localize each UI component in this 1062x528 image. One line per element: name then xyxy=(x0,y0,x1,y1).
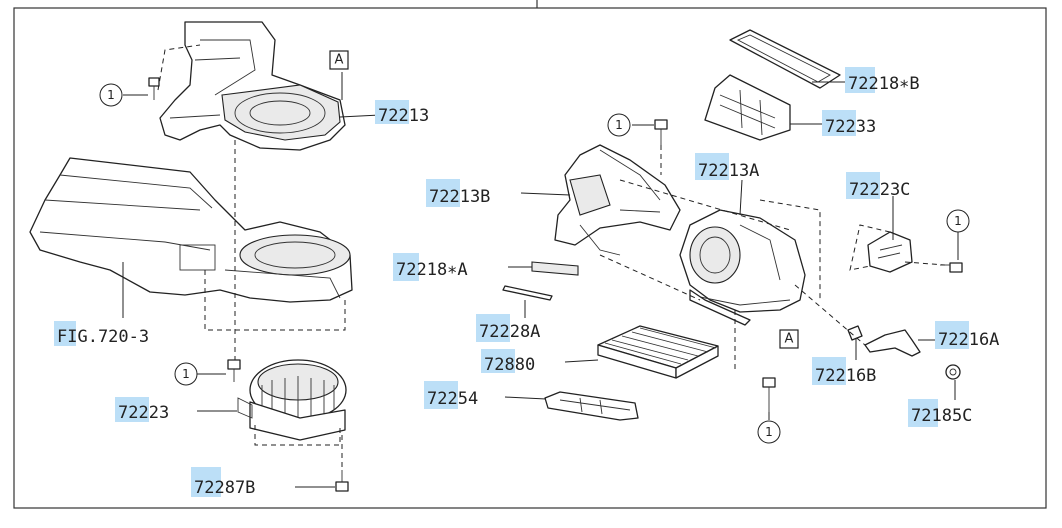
svg-text:1: 1 xyxy=(615,118,623,132)
callout-72185c: 72185C xyxy=(908,399,972,427)
svg-text:1: 1 xyxy=(107,88,115,102)
svg-text:72233: 72233 xyxy=(825,117,876,137)
callout-72254: 72254 xyxy=(424,381,478,409)
seal-a-drawing xyxy=(531,261,579,276)
svg-text:1: 1 xyxy=(182,367,190,381)
lever-drawing xyxy=(864,329,921,357)
screw-left-top xyxy=(148,77,160,100)
diagram-frame xyxy=(13,0,1047,509)
svg-text:72216A: 72216A xyxy=(938,330,999,350)
right-leader-lines xyxy=(504,81,959,420)
svg-text:72880: 72880 xyxy=(484,355,535,375)
callout-72216b: 72216B xyxy=(812,357,876,386)
right-assembly-lines xyxy=(599,145,946,370)
callout-72223: 72223 xyxy=(115,397,169,423)
svg-text:72213A: 72213A xyxy=(698,161,759,181)
svg-text:A: A xyxy=(785,332,794,347)
callout-72216a: 72216A xyxy=(935,321,999,350)
ref-marker-1-top-left: 1 xyxy=(99,83,123,107)
filter-frame-drawing xyxy=(729,29,841,89)
screw-right-mid xyxy=(940,262,963,273)
blower-motor-drawing xyxy=(237,359,347,441)
svg-text:72287B: 72287B xyxy=(194,478,255,498)
ref-marker-1-mid-left: 1 xyxy=(174,362,198,386)
callout-72213a: 72213A xyxy=(695,153,759,181)
blower-housing-upper-drawing xyxy=(159,21,346,151)
svg-text:72213: 72213 xyxy=(378,106,429,126)
svg-text:72218∗A: 72218∗A xyxy=(396,260,468,280)
svg-text:1: 1 xyxy=(765,425,773,439)
screw-right-top xyxy=(654,119,668,145)
left-leader-lines xyxy=(122,72,381,488)
svg-text:FIG.720-3: FIG.720-3 xyxy=(57,327,149,347)
callout-72218b: 72218∗B xyxy=(845,67,920,94)
callout-72228a: 72228A xyxy=(476,314,540,342)
nut-drawing xyxy=(945,364,961,380)
lower-duct-drawing xyxy=(544,391,639,421)
screw-right-bottom xyxy=(762,377,776,412)
callout-fig-720-3: FIG.720-3 xyxy=(54,321,149,347)
section-marker-a-top: A xyxy=(329,50,349,70)
callout-72233: 72233 xyxy=(822,110,876,137)
svg-text:72254: 72254 xyxy=(427,389,478,409)
svg-text:A: A xyxy=(335,53,344,68)
svg-text:72185C: 72185C xyxy=(911,406,972,426)
left-assembly-lines xyxy=(157,44,346,470)
svg-text:1: 1 xyxy=(954,214,962,228)
heater-unit-housing-drawing xyxy=(29,157,353,303)
screw-left-middle xyxy=(227,359,241,382)
upper-duct-drawing xyxy=(554,144,681,256)
svg-text:72218∗B: 72218∗B xyxy=(848,74,920,94)
ref-marker-1-bottom-center: 1 xyxy=(757,420,781,444)
svg-text:72223C: 72223C xyxy=(849,180,910,200)
callout-72213b: 72213B xyxy=(426,179,490,207)
callout-72218a: 72218∗A xyxy=(393,253,468,281)
svg-text:72216B: 72216B xyxy=(815,366,876,386)
strip-drawing xyxy=(502,285,553,301)
ref-marker-1-right: 1 xyxy=(946,209,970,233)
actuator-drawing xyxy=(867,231,913,273)
callout-72223c: 72223C xyxy=(846,172,910,200)
svg-text:72213B: 72213B xyxy=(429,187,490,207)
svg-text:72228A: 72228A xyxy=(479,322,540,342)
callout-72880: 72880 xyxy=(481,349,535,375)
screw-left-bottom xyxy=(335,470,349,492)
callout-72287b: 72287B xyxy=(191,467,255,498)
cabin-filter-drawing xyxy=(597,325,719,379)
filter-holder-drawing xyxy=(704,74,791,141)
clip-drawing xyxy=(847,325,863,341)
ref-marker-1-top-center: 1 xyxy=(607,113,631,137)
callout-72213: 72213 xyxy=(375,100,429,126)
blower-housing-right-drawing xyxy=(679,209,806,326)
section-marker-a-right: A xyxy=(779,329,799,349)
svg-text:72223: 72223 xyxy=(118,403,169,423)
